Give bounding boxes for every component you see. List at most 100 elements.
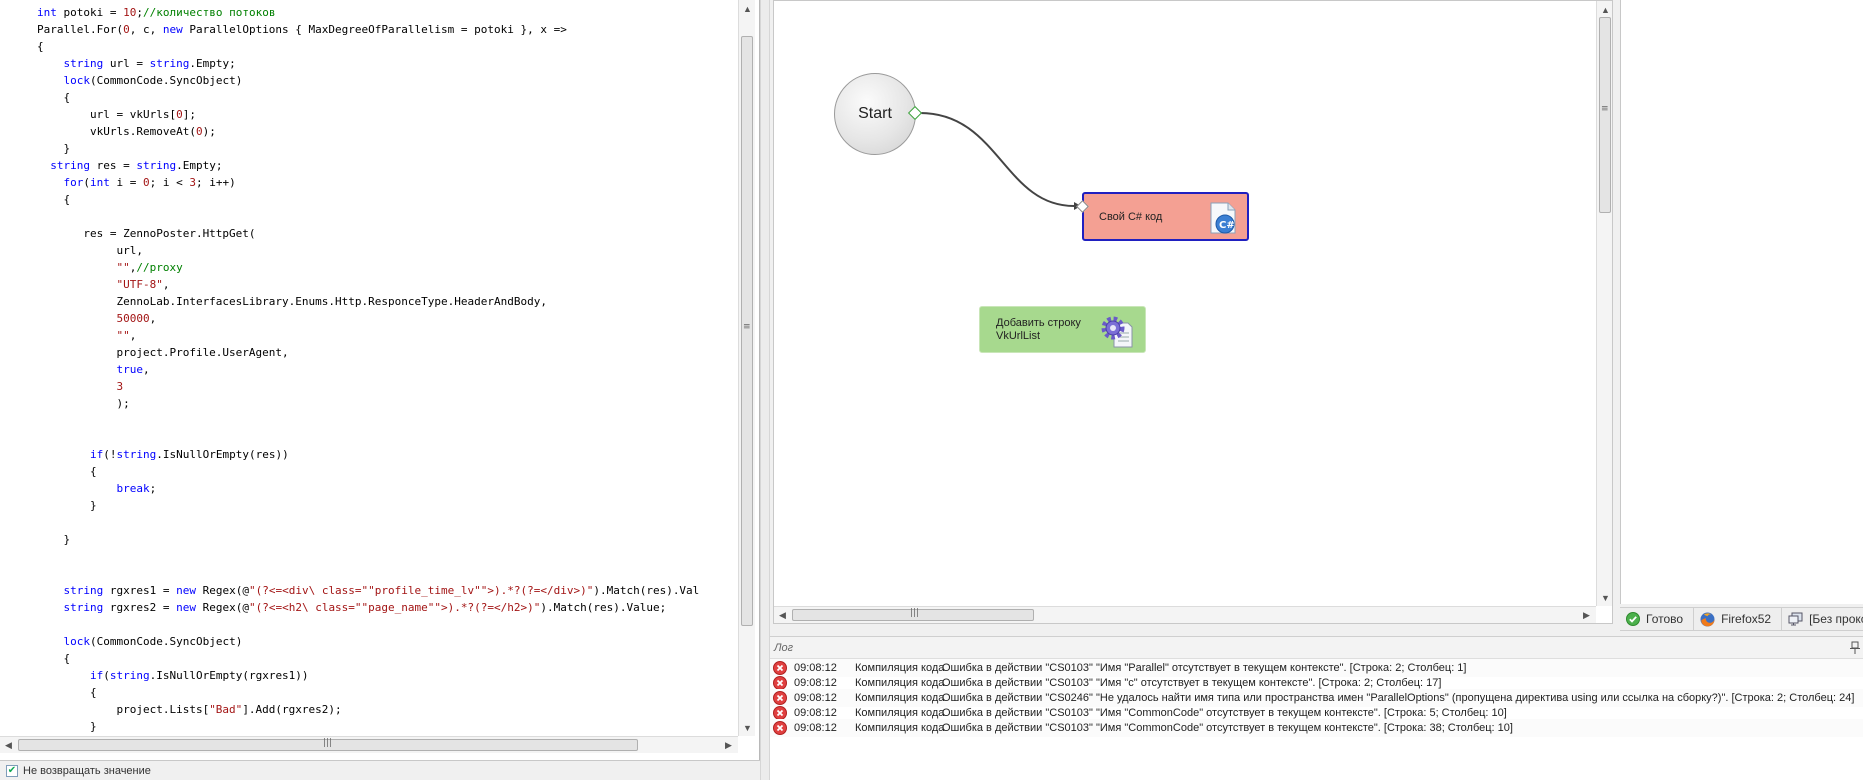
browser-pane <box>1620 0 1863 604</box>
scroll-grip-icon: ≡ <box>743 322 751 332</box>
csharp-code-node[interactable]: Свой C# код C# <box>1076 192 1249 241</box>
log-action: Компиляция кода <box>855 662 945 674</box>
pin-icon[interactable] <box>1849 641 1861 655</box>
code-line: ZennoLab.InterfacesLibrary.Enums.Http.Re… <box>37 295 547 308</box>
code-line: project.Lists["Bad"].Add(rgxres2); <box>37 703 342 716</box>
code-line: "", <box>116 329 137 342</box>
checkmark-icon: ✔ <box>7 765 17 776</box>
code-vertical-scrollbar[interactable]: ▲ ≡ ▼ <box>738 0 755 736</box>
status-proxy-label: [Без прокси] <box>1809 612 1863 626</box>
log-action: Компиляция кода <box>855 722 945 734</box>
code-line: int potoki = 10;//количество потоков <box>37 6 276 19</box>
connection-line <box>919 112 1075 207</box>
code-line: { <box>37 652 71 665</box>
no-return-label: Не возвращать значение <box>23 764 151 777</box>
log-header: Лог <box>770 637 1863 659</box>
code-line <box>37 616 699 633</box>
code-line <box>37 429 699 446</box>
error-x-icon <box>773 661 787 675</box>
scroll-down-icon[interactable]: ▼ <box>1601 592 1610 603</box>
log-action: Компиляция кода <box>855 692 945 704</box>
code-line: url = vkUrls[0]; <box>37 108 196 121</box>
code-line: 3 <box>116 380 124 393</box>
scroll-up-icon[interactable]: ▲ <box>1601 4 1610 15</box>
code-line: 50000, <box>116 312 157 325</box>
status-ready-label: Готово <box>1646 612 1684 626</box>
code-line: Parallel.For(0, c, new ParallelOptions {… <box>37 23 567 36</box>
error-x-icon <box>773 676 787 690</box>
code-line: { <box>37 91 71 104</box>
add-string-node[interactable]: Добавить строку VkUrlList <box>979 306 1146 353</box>
code-line <box>37 548 699 565</box>
log-time: 09:08:12 <box>794 707 837 719</box>
code-line: "UTF-8", <box>116 278 170 291</box>
code-line: string rgxres1 = new Regex(@"(?<=<div\ c… <box>63 584 700 597</box>
start-node[interactable]: Start <box>834 73 916 155</box>
canvas-horizontal-scrollbar[interactable]: ◀ ||| ▶ <box>774 606 1596 623</box>
no-return-checkbox[interactable]: ✔ <box>6 764 18 777</box>
code-line <box>37 565 699 582</box>
error-x-icon <box>773 706 787 720</box>
code-line: { <box>37 193 71 206</box>
code-line: } <box>37 720 97 733</box>
log-action: Компиляция кода <box>855 707 945 719</box>
code-line: for(int i = 0; i < 3; i++) <box>63 176 236 189</box>
code-line: string url = string.Empty; <box>63 57 236 70</box>
add-string-node-label: Добавить строку VkUrlList <box>996 317 1081 342</box>
log-time: 09:08:12 <box>794 677 837 689</box>
canvas-horizontal-scroll-thumb[interactable] <box>792 609 1034 621</box>
scroll-right-icon[interactable]: ▶ <box>1583 610 1590 620</box>
code-vertical-scroll-thumb[interactable] <box>741 36 753 626</box>
code-line: if(string.IsNullOrEmpty(rgxres1)) <box>89 669 309 682</box>
scroll-left-icon[interactable]: ◀ <box>5 740 12 750</box>
canvas-vertical-scroll-thumb[interactable] <box>1599 17 1611 213</box>
scroll-right-icon[interactable]: ▶ <box>725 740 732 750</box>
scroll-grip-icon: ||| <box>910 608 920 618</box>
firefox-icon <box>1700 612 1715 626</box>
status-proxy[interactable]: [Без прокси] <box>1782 607 1863 631</box>
status-browser[interactable]: Firefox52 <box>1694 607 1783 631</box>
network-icon <box>1788 612 1803 626</box>
log-time: 09:08:12 <box>794 692 837 704</box>
code-line: { <box>37 686 97 699</box>
log-message: Ошибка в действии "CS0103" "Имя "c" отсу… <box>942 677 1442 689</box>
status-bar: Готово Firefox52 [Без прокси] <box>1620 607 1863 631</box>
pane-splitter[interactable] <box>760 0 770 780</box>
editor-footer: ✔ Не возвращать значение <box>0 760 760 780</box>
code-line: if(!string.IsNullOrEmpty(res)) <box>89 448 289 461</box>
log-message: Ошибка в действии "CS0103" "Имя "CommonC… <box>942 707 1507 719</box>
error-x-icon <box>773 691 787 705</box>
svg-text:C#: C# <box>1219 220 1235 231</box>
scroll-up-icon[interactable]: ▲ <box>743 3 752 14</box>
error-x-icon <box>773 721 787 735</box>
csharp-node-label: Свой C# код <box>1099 211 1163 223</box>
code-line: string res = string.Empty; <box>50 159 223 172</box>
code-line: vkUrls.RemoveAt(0); <box>37 125 216 138</box>
gear-document-icon <box>1101 316 1133 348</box>
code-line: lock(CommonCode.SyncObject) <box>63 74 243 87</box>
scroll-down-icon[interactable]: ▼ <box>743 722 752 733</box>
log-title: Лог <box>774 642 794 654</box>
check-circle-icon <box>1626 612 1640 626</box>
code-horizontal-scrollbar[interactable]: ◀ ||| ▶ <box>0 736 738 753</box>
code-line <box>37 412 699 429</box>
code-horizontal-scroll-thumb[interactable] <box>18 739 638 751</box>
canvas-vertical-scrollbar[interactable]: ▲ ≡ ▼ <box>1596 1 1612 606</box>
code-line: } <box>37 142 71 155</box>
project-canvas[interactable]: Start Свой C# код C# Добавить строку VkU… <box>773 0 1613 624</box>
code-line: true, <box>116 363 150 376</box>
code-line <box>37 514 699 531</box>
scroll-left-icon[interactable]: ◀ <box>779 610 786 620</box>
log-time: 09:08:12 <box>794 722 837 734</box>
log-message: Ошибка в действии "CS0103" "Имя "Paralle… <box>942 662 1467 674</box>
status-ready: Готово <box>1620 607 1695 631</box>
